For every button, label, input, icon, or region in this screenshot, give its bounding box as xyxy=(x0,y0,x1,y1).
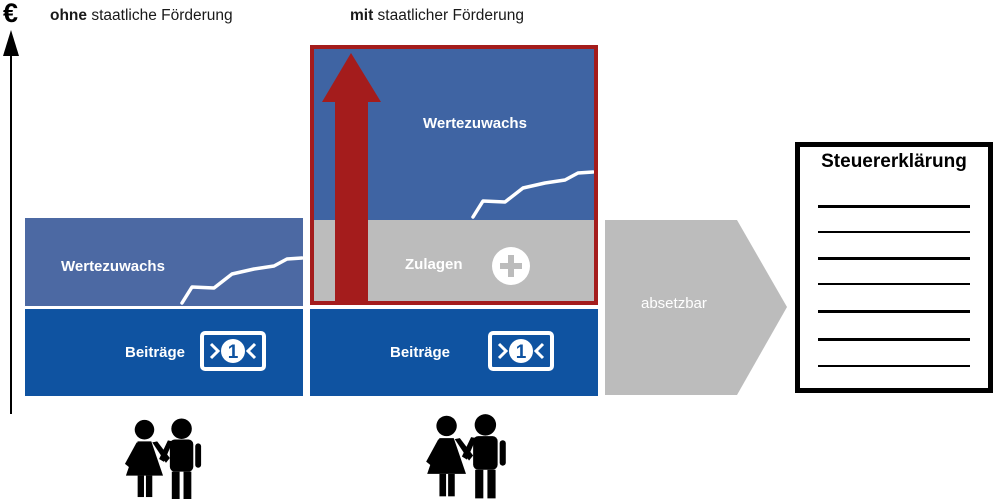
banknote-value: 1 xyxy=(228,342,239,363)
plus-icon xyxy=(492,247,530,285)
right-bar-contributions-section: Beiträge 1 xyxy=(310,309,598,396)
banknote-icon: 1 xyxy=(200,331,266,371)
y-axis-arrow-icon xyxy=(3,30,19,414)
document-line xyxy=(818,283,970,285)
subsidy-highlight-box: Zulagen Wertezuwachs xyxy=(310,45,598,305)
subsidy-boost-arrow-icon xyxy=(322,53,381,301)
growth-line-chart-icon xyxy=(180,256,303,305)
deductible-arrow-shape xyxy=(605,220,787,395)
document-line xyxy=(818,365,970,367)
left-growth-label: Wertezuwachs xyxy=(61,258,165,275)
bonus-label: Zulagen xyxy=(405,256,463,273)
banknote-value: 1 xyxy=(516,342,527,363)
couple-icon xyxy=(426,414,506,499)
document-line xyxy=(818,310,970,313)
header-with-emphasis: mit xyxy=(350,7,374,24)
document-title: Steuererklärung xyxy=(821,151,967,172)
document-line xyxy=(818,257,970,260)
header-with-rest: staatlicher Förderung xyxy=(373,7,525,24)
tax-declaration-document: Steuererklärung xyxy=(795,142,993,393)
euro-currency-label: € xyxy=(3,0,19,28)
document-line xyxy=(818,231,970,233)
right-contributions-label: Beiträge xyxy=(390,344,451,361)
left-bar-growth-section: Wertezuwachs xyxy=(25,218,303,306)
left-bar-contributions-section: Beiträge 1 xyxy=(25,309,303,396)
header-without-rest: staatliche Förderung xyxy=(87,7,233,24)
header-without-subsidy: ohne staatliche Förderung xyxy=(50,7,233,25)
document-line xyxy=(818,338,970,341)
banknote-icon: 1 xyxy=(488,331,554,371)
header-with-subsidy: mit staatlicher Förderung xyxy=(350,7,524,25)
left-contributions-label: Beiträge xyxy=(125,344,186,361)
right-growth-label: Wertezuwachs xyxy=(423,115,527,132)
document-line xyxy=(818,205,970,208)
growth-line-chart-icon xyxy=(471,170,594,219)
couple-icon xyxy=(124,418,202,499)
header-without-emphasis: ohne xyxy=(50,7,88,24)
deductible-label: absetzbar xyxy=(641,295,707,312)
